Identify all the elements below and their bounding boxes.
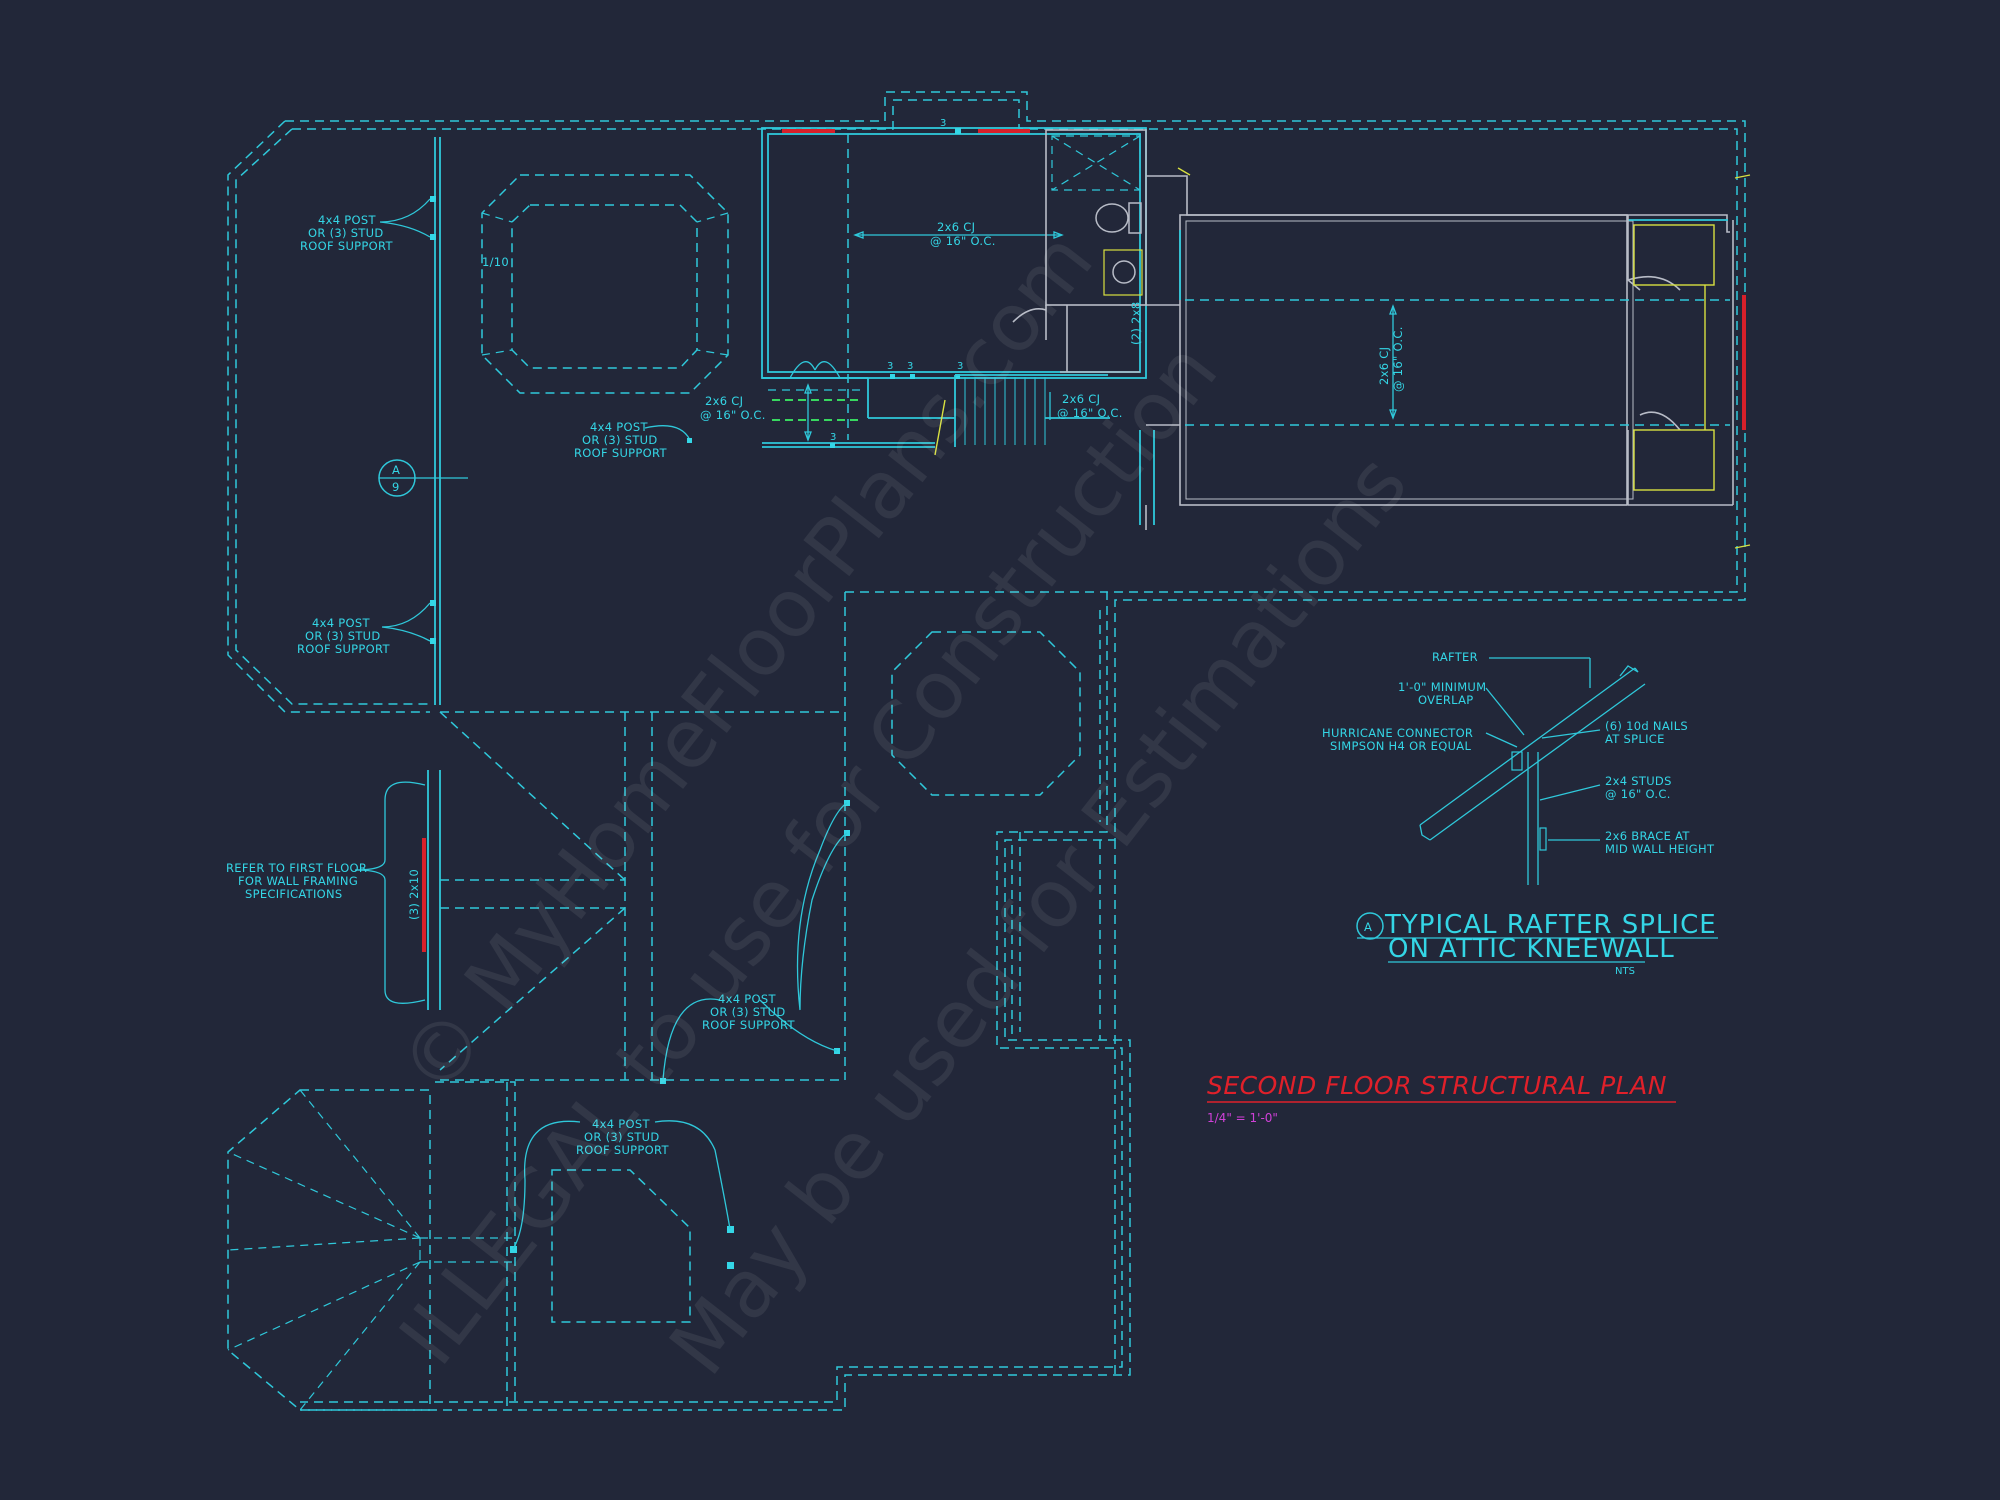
svg-text:@ 16" O.C.: @ 16" O.C. <box>930 234 996 248</box>
svg-text:2x6 CJ: 2x6 CJ <box>1377 347 1391 385</box>
svg-text:4x4 POST: 4x4 POST <box>318 213 376 227</box>
svg-text:3: 3 <box>940 118 946 129</box>
svg-text:2x6 CJ: 2x6 CJ <box>937 220 975 234</box>
svg-text:ROOF SUPPORT: ROOF SUPPORT <box>574 446 667 460</box>
section-marker: A 9 <box>378 459 468 497</box>
svg-text:@ 16" O.C.: @ 16" O.C. <box>1391 326 1405 392</box>
post-callout-upper-left: 4x4 POST OR (3) STUD ROOF SUPPORT <box>300 198 431 253</box>
post-marker <box>510 1246 517 1253</box>
svg-text:OR (3) STUD: OR (3) STUD <box>710 1005 786 1019</box>
svg-text:HURRICANE CONNECTOR: HURRICANE CONNECTOR <box>1322 726 1473 740</box>
svg-text:4x4 POST: 4x4 POST <box>590 420 648 434</box>
roof-outline <box>227 91 1746 1411</box>
svg-text:@ 16" O.C.: @ 16" O.C. <box>1605 787 1671 801</box>
svg-text:A: A <box>1364 920 1372 934</box>
post-marker <box>727 1226 734 1233</box>
cj-dimension-attic: 2x6 CJ @ 16" O.C. <box>1377 304 1405 420</box>
tray-slope-label: 1/10 <box>482 255 509 269</box>
svg-text:ROOF SUPPORT: ROOF SUPPORT <box>300 239 393 253</box>
svg-text:2x6 CJ: 2x6 CJ <box>705 394 743 408</box>
svg-text:@ 16" O.C.: @ 16" O.C. <box>700 408 766 422</box>
header-label-3-2x10: (3) 2x10 <box>407 869 421 920</box>
svg-text:FOR WALL FRAMING: FOR WALL FRAMING <box>238 874 358 888</box>
cj-dimension-upper: 2x6 CJ @ 16" O.C. <box>853 220 1064 248</box>
svg-text:OR (3) STUD: OR (3) STUD <box>582 433 658 447</box>
svg-text:4x4 POST: 4x4 POST <box>718 992 776 1006</box>
svg-text:ROOF SUPPORT: ROOF SUPPORT <box>576 1143 669 1157</box>
post-marker <box>430 196 436 202</box>
svg-text:4x4 POST: 4x4 POST <box>592 1117 650 1131</box>
svg-text:1'-0" MINIMUM: 1'-0" MINIMUM <box>1398 680 1486 694</box>
svg-text:2x6 CJ: 2x6 CJ <box>1062 392 1100 406</box>
post-callout-lower: 4x4 POST OR (3) STUD ROOF SUPPORT <box>512 1117 731 1250</box>
section-marker-letter: A <box>392 463 400 477</box>
svg-text:3: 3 <box>830 432 836 443</box>
svg-text:OVERLAP: OVERLAP <box>1418 693 1474 707</box>
svg-text:3: 3 <box>907 361 913 372</box>
svg-text:ON ATTIC KNEEWALL: ON ATTIC KNEEWALL <box>1388 934 1675 964</box>
svg-text:2x6 BRACE AT: 2x6 BRACE AT <box>1605 829 1690 843</box>
lower-hip-roof <box>227 1089 515 1411</box>
svg-text:MID WALL HEIGHT: MID WALL HEIGHT <box>1605 842 1715 856</box>
svg-text:@ 16" O.C.: @ 16" O.C. <box>1057 406 1123 420</box>
svg-text:SIMPSON H4 OR EQUAL: SIMPSON H4 OR EQUAL <box>1330 739 1471 753</box>
left-wall <box>422 137 441 1010</box>
cj-label-stair-left: 2x6 CJ @ 16" O.C. <box>700 394 766 422</box>
svg-text:3: 3 <box>957 361 963 372</box>
attic-room <box>1139 167 1751 549</box>
svg-text:2x4 STUDS: 2x4 STUDS <box>1605 774 1672 788</box>
header-label-2-2x8: (2) 2x8 <box>1129 302 1143 345</box>
bathroom <box>1012 129 1147 373</box>
tray-ceiling-center <box>891 631 1081 796</box>
svg-text:SECOND FLOOR STRUCTURAL PLAN: SECOND FLOOR STRUCTURAL PLAN <box>1207 1071 1667 1100</box>
svg-text:(6) 10d NAILS: (6) 10d NAILS <box>1605 719 1688 733</box>
tray-ceiling-upper <box>481 174 729 394</box>
svg-text:OR (3) STUD: OR (3) STUD <box>305 629 381 643</box>
svg-text:OR (3) STUD: OR (3) STUD <box>584 1130 660 1144</box>
post-marker <box>660 1078 666 1084</box>
svg-text:OR (3) STUD: OR (3) STUD <box>308 226 384 240</box>
svg-text:ROOF SUPPORT: ROOF SUPPORT <box>297 642 390 656</box>
detail-title: A TYPICAL RAFTER SPLICE ON ATTIC KNEEWAL… <box>1356 910 1718 977</box>
svg-text:AT SPLICE: AT SPLICE <box>1605 732 1665 746</box>
watermark: © MyHomeFloorPlans.com ILLEGAL to use fo… <box>382 215 1425 1392</box>
section-marker-sheet: 9 <box>392 480 400 494</box>
svg-text:3: 3 <box>887 361 893 372</box>
svg-text:ROOF SUPPORT: ROOF SUPPORT <box>702 1018 795 1032</box>
post-marker <box>727 1262 734 1269</box>
drawing-title: SECOND FLOOR STRUCTURAL PLAN 1/4" = 1'-0… <box>1207 1071 1676 1125</box>
post-marker <box>430 234 436 240</box>
interior-framing <box>435 591 1107 1410</box>
post-callout-mid: 4x4 POST OR (3) STUD ROOF SUPPORT <box>574 420 692 460</box>
svg-text:REFER TO FIRST FLOOR: REFER TO FIRST FLOOR <box>226 861 367 875</box>
rafter-splice-detail: RAFTER 1'-0" MINIMUM OVERLAP HURRICANE C… <box>1322 650 1715 885</box>
svg-text:SPECIFICATIONS: SPECIFICATIONS <box>245 887 343 901</box>
refer-note: REFER TO FIRST FLOOR FOR WALL FRAMING SP… <box>226 781 426 1004</box>
svg-text:TYPICAL RAFTER SPLICE: TYPICAL RAFTER SPLICE <box>1384 910 1717 940</box>
cj-label-stair-right: 2x6 CJ @ 16" O.C. <box>1049 392 1123 420</box>
post-callout-center: 4x4 POST OR (3) STUD ROOF SUPPORT <box>662 802 848 1081</box>
stair-area: 3 3 3 3 <box>762 361 1110 456</box>
post-marker <box>430 600 436 606</box>
lower-tray <box>551 1169 691 1323</box>
post-marker <box>430 638 436 644</box>
svg-text:1/4" = 1'-0": 1/4" = 1'-0" <box>1207 1111 1278 1125</box>
svg-text:NTS: NTS <box>1615 966 1635 977</box>
rafter-callout: RAFTER <box>1432 650 1478 664</box>
post-callout-lower-left: 4x4 POST OR (3) STUD ROOF SUPPORT <box>297 602 431 656</box>
svg-text:4x4 POST: 4x4 POST <box>312 616 370 630</box>
